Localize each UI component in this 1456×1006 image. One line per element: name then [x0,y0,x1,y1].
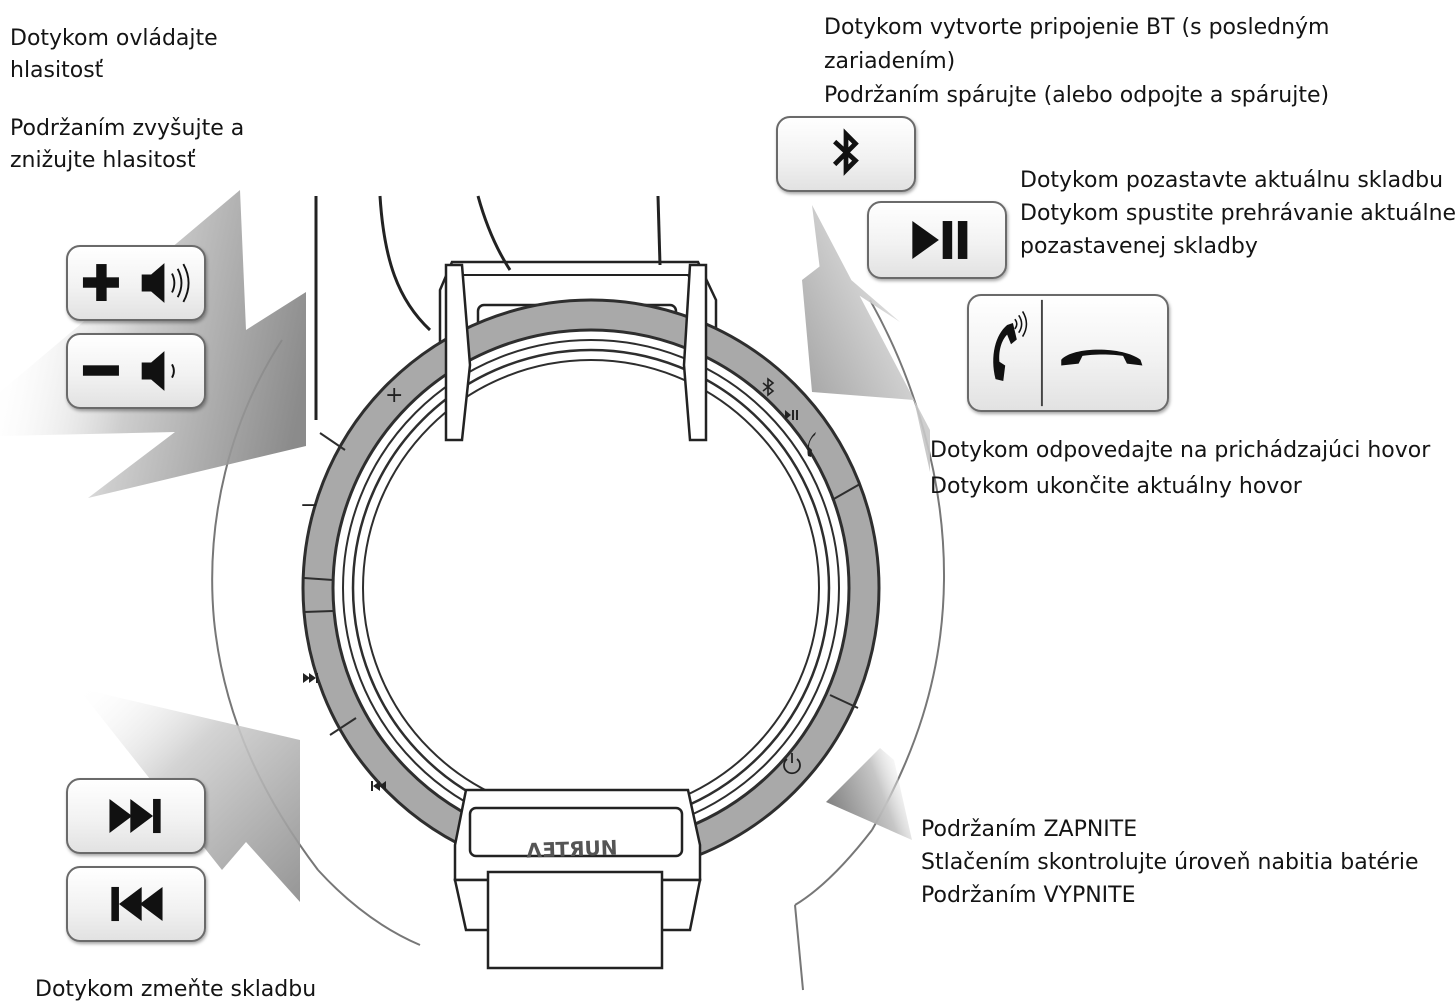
ring-phone-icon [807,432,816,457]
volume-down-icon [82,351,175,391]
ring-power-icon [783,753,801,775]
play-pause-icon [912,221,968,259]
volume-up-button[interactable] [66,245,206,321]
ring-minus-symbol: − [300,493,318,518]
call-label: Dotykom odpovedajte na prichádzajúci hov… [930,438,1431,499]
bluetooth-label: Dotykom vytvorte pripojenie BT (s posled… [824,15,1330,108]
ring-plus-symbol: + [385,383,403,408]
next-track-button[interactable] [66,778,206,854]
volume-hold-label: Podržaním zvyšujte a znižujte hlasitosť [10,116,245,173]
previous-track-icon [111,886,163,922]
volume-control-label: Dotykom ovládajte hlasitosť [10,26,218,83]
ring-labels: + − [300,377,816,791]
track-change-label: Dotykom zmeňte skladbu [35,977,317,1002]
ring-previous-track-icon [371,781,386,791]
previous-track-button[interactable] [66,866,206,942]
next-track-icon [109,798,161,834]
ring-bluetooth-icon [762,377,775,397]
power-pointer-arrow [826,748,912,840]
ring-play-pause-icon [785,410,798,420]
bluetooth-icon [832,128,859,176]
power-label: Podržaním ZAPNITE Stlačením skontrolujte… [921,817,1419,908]
play-pause-label: Dotykom pozastavte aktuálnu skladbu Doty… [1020,168,1456,259]
bluetooth-button[interactable] [776,116,916,192]
brand-mark: ΛƎTЯUN [526,835,618,862]
call-button[interactable] [967,294,1169,412]
ring-next-track-icon [303,673,318,683]
bluetooth-pointer-arrow [802,205,930,472]
call-button-graphics [993,299,1143,407]
play-pause-button[interactable] [867,201,1007,279]
volume-up-icon [82,263,190,303]
end-call-icon [1061,349,1143,366]
control-ring [301,298,881,878]
answer-call-icon [993,311,1028,382]
ring-connectors [444,263,708,970]
volume-down-button[interactable] [66,333,206,409]
